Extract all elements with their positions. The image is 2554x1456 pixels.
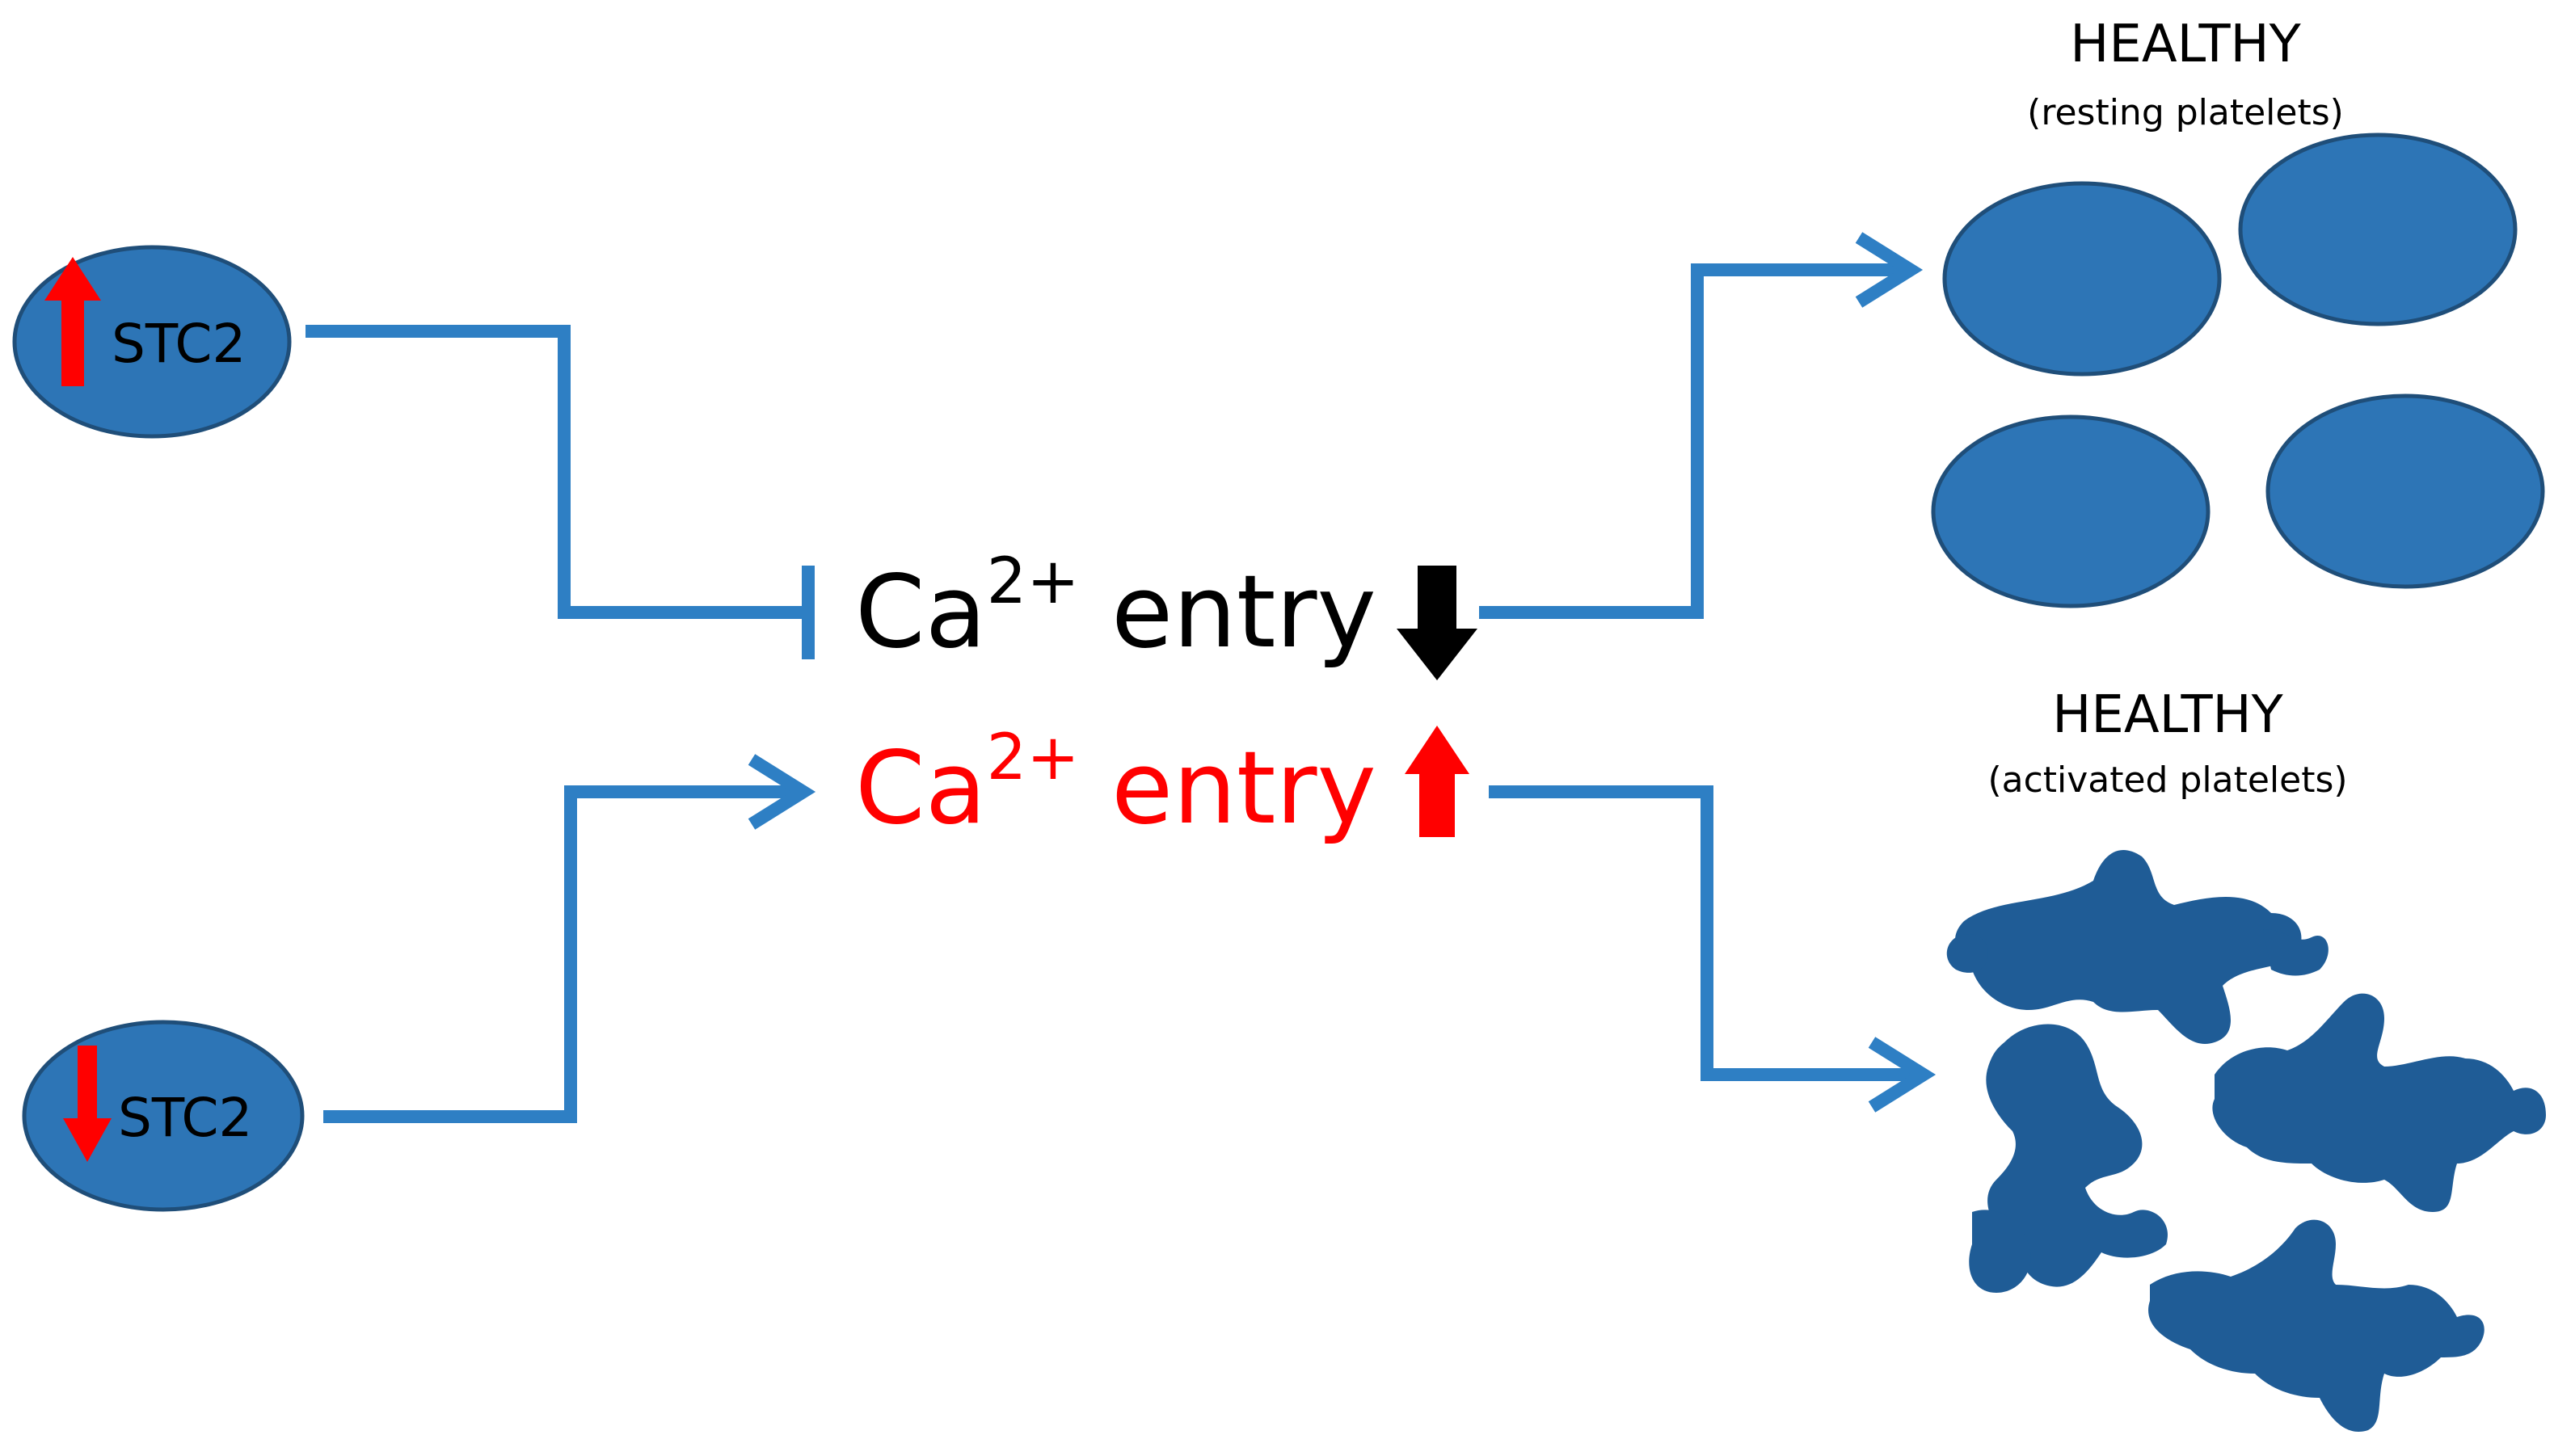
up-arrow-icon — [1405, 726, 1469, 837]
promote-arrowhead — [748, 754, 816, 830]
connectors — [306, 232, 1937, 1123]
resting-subtitle: (resting platelets) — [2027, 92, 2344, 133]
activated-platelets — [1946, 849, 2546, 1432]
ca-entry-low-label: Ca2+ entry — [855, 545, 1376, 671]
ca-entry-low-prefix: Ca — [855, 554, 987, 671]
resting-platelet — [2265, 393, 2545, 589]
activated-subtitle: (activated platelets) — [1987, 760, 2347, 801]
activated-platelet — [2148, 1219, 2484, 1432]
activated-platelet — [2212, 993, 2546, 1212]
inhibit-connector — [306, 325, 808, 619]
ca-entry-high-label: Ca2+ entry — [855, 722, 1376, 847]
ca-entry-low-superscript: 2+ — [987, 545, 1080, 618]
resting-title: HEALTHY — [2070, 15, 2301, 74]
activated-platelet — [1969, 1210, 2031, 1293]
activated-platelet — [1946, 934, 1988, 973]
up-arrow-icon — [44, 257, 101, 386]
stc2-low-node: STC2 — [22, 1020, 305, 1212]
ca-entry-low: Ca2+ entry — [855, 545, 1477, 680]
ca-entry-high-prefix: Ca — [855, 730, 987, 847]
resting-connector — [1479, 263, 1909, 619]
activated-title: HEALTHY — [2052, 685, 2283, 745]
ca-entry-high-suffix: entry — [1080, 730, 1376, 847]
activated-platelet — [1986, 1024, 2168, 1287]
down-arrow-icon — [1397, 566, 1477, 680]
activated-connector — [1489, 785, 1922, 1081]
ca-entry-high: Ca2+ entry — [855, 722, 1469, 847]
resting-platelet — [1931, 414, 2211, 608]
ca-entry-high-superscript: 2+ — [987, 722, 1080, 794]
resting-platelet — [2238, 133, 2518, 326]
down-arrow-icon — [63, 1046, 112, 1162]
stc2-low-label: STC2 — [118, 1087, 252, 1149]
promote-connector — [323, 785, 802, 1123]
ca-entry-low-suffix: entry — [1080, 554, 1376, 671]
activated-platelet — [2263, 929, 2329, 976]
stc2-high-label: STC2 — [112, 313, 246, 375]
activated-outcome: HEALTHY (activated platelets) — [1946, 685, 2546, 1432]
resting-arrowhead — [1855, 232, 1924, 308]
stc2-high-node: STC2 — [12, 245, 292, 439]
activated-arrowhead — [1868, 1037, 1937, 1113]
resting-outcome: HEALTHY (resting platelets) — [1931, 15, 2545, 608]
activated-platelet — [1955, 849, 2302, 1044]
resting-platelet — [1942, 181, 2222, 377]
